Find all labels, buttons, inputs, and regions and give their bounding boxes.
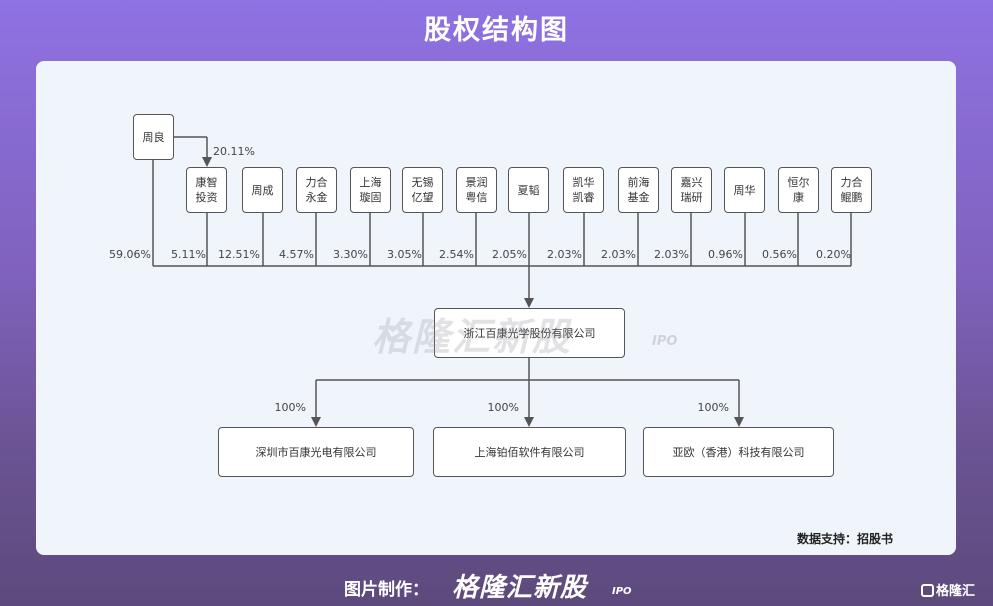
shareholder-name: 凯华 凯睿 — [572, 176, 595, 204]
shareholder-name: 恒尔 康 — [787, 176, 810, 204]
shareholder-pct: 2.03% — [654, 248, 689, 261]
footer-ipo: IPO — [612, 586, 632, 597]
shareholder-name: 无锡 亿望 — [411, 176, 434, 204]
shareholder-box: 力合 鲲鹏 — [831, 167, 872, 213]
shareholder-name: 周华 — [733, 183, 756, 197]
subsidiary-pct: 100% — [487, 401, 519, 414]
shareholder-pct: 2.05% — [492, 248, 527, 261]
corner-logo-text: 格隆汇 — [936, 584, 976, 599]
shareholder-box: 周成 — [242, 167, 283, 213]
top-holder-name: 周良 — [142, 130, 165, 144]
watermark-text: 格隆汇新股 — [372, 315, 573, 359]
shareholder-pct: 5.11% — [171, 248, 206, 261]
subsidiary-name: 深圳市百康光电有限公司 — [255, 445, 377, 459]
shareholder-name: 景润 粤信 — [465, 176, 488, 204]
shareholder-box: 无锡 亿望 — [402, 167, 443, 213]
shareholder-box: 嘉兴 瑞研 — [671, 167, 712, 213]
corner-logo: 格隆汇 — [921, 580, 975, 599]
subsidiary-name: 上海铂佰软件有限公司 — [474, 445, 585, 459]
shareholder-pct: 2.03% — [601, 248, 636, 261]
shareholder-box: 凯华 凯睿 — [563, 167, 604, 213]
subsidiary-pct: 100% — [274, 401, 306, 414]
top-holder-box: 周良 — [133, 114, 174, 160]
shareholder-name: 力合 永金 — [305, 176, 328, 204]
shareholder-name: 嘉兴 瑞研 — [680, 176, 703, 204]
shareholder-pct: 59.06% — [109, 248, 151, 261]
shareholder-name: 夏韬 — [517, 183, 540, 197]
company-name: 浙江百康光学股份有限公司 — [463, 326, 596, 340]
footer-brand-logo: 格隆汇新股 — [452, 573, 588, 603]
brand-mark-icon — [921, 584, 934, 597]
shareholder-name: 上海 璇固 — [359, 176, 382, 204]
shareholder-pct: 3.05% — [387, 248, 422, 261]
shareholder-name: 周成 — [251, 183, 274, 197]
shareholder-box: 周华 — [724, 167, 765, 213]
subsidiary-box: 上海铂佰软件有限公司 — [433, 427, 626, 477]
shareholder-box: 夏韬 — [508, 167, 549, 213]
shareholder-box: 前海 基金 — [618, 167, 659, 213]
shareholder-name: 康智 投资 — [195, 176, 218, 204]
top-holder-pct-label: 20.11% — [213, 145, 255, 158]
source-note: 数据支持：招股书 — [797, 532, 894, 546]
watermark-ipo: IPO — [652, 334, 678, 349]
shareholder-pct: 4.57% — [279, 248, 314, 261]
shareholder-name: 力合 鲲鹏 — [840, 176, 863, 204]
shareholder-box: 力合 永金 — [296, 167, 337, 213]
shareholder-box: 康智 投资 — [186, 167, 227, 213]
shareholder-pct: 12.51% — [218, 248, 260, 261]
shareholder-pct: 3.30% — [333, 248, 368, 261]
subsidiary-box: 亚欧（香港）科技有限公司 — [643, 427, 834, 477]
shareholder-box: 上海 璇固 — [350, 167, 391, 213]
page-title: 股权结构图 — [424, 15, 569, 46]
shareholder-pct: 2.54% — [439, 248, 474, 261]
shareholder-box: 景润 粤信 — [456, 167, 497, 213]
shareholder-pct: 2.03% — [547, 248, 582, 261]
shareholder-pct: 0.96% — [708, 248, 743, 261]
shareholder-pct: 0.20% — [816, 248, 851, 261]
subsidiary-pct: 100% — [697, 401, 729, 414]
shareholder-name: 前海 基金 — [627, 176, 650, 204]
subsidiary-name: 亚欧（香港）科技有限公司 — [672, 445, 805, 459]
company-box: 浙江百康光学股份有限公司 — [434, 308, 625, 358]
shareholder-pct: 0.56% — [762, 248, 797, 261]
subsidiary-box: 深圳市百康光电有限公司 — [218, 427, 414, 477]
shareholder-box: 恒尔 康 — [778, 167, 819, 213]
footer-label: 图片制作： — [344, 580, 429, 600]
